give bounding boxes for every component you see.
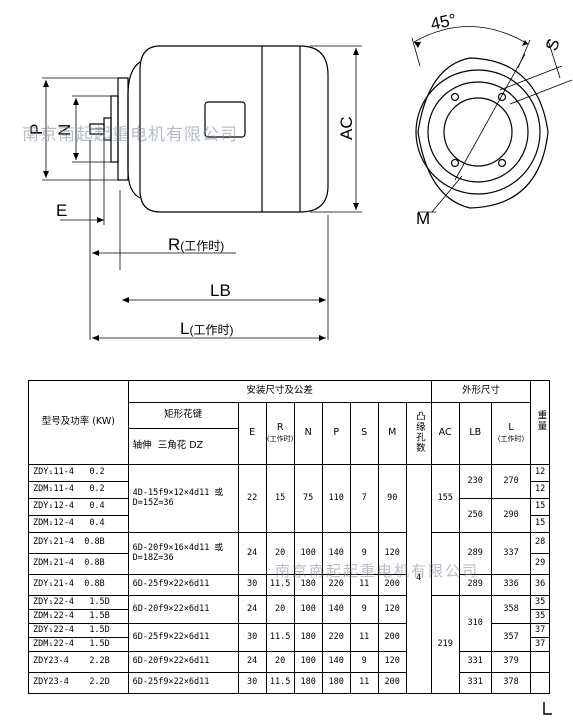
dim-label-p: P xyxy=(27,124,46,135)
header-ac: AC xyxy=(430,402,460,465)
header-tri-spline: 轴伸 三角花 DZ xyxy=(127,428,239,465)
header-install-dims: 安装尺寸及公差 xyxy=(127,380,432,403)
table-row: ZDY₁21-4 0.8B 6D-25f9×22×6d11 30 11.5 18… xyxy=(28,574,550,596)
dim-label-n: N xyxy=(55,124,74,136)
front-body-outline xyxy=(417,57,549,209)
flange-holes-value: 4 xyxy=(405,464,432,694)
dim-label-ac: AC xyxy=(337,116,356,140)
dim-label-angle: 45° xyxy=(429,10,458,34)
header-p: P xyxy=(321,402,351,465)
table-row: ZDM₁11-4 0.2 12 xyxy=(28,481,550,499)
table-row: ZDY23-4 2.2D 6D-25f9×22×6d11 30 11.5 180… xyxy=(28,672,550,694)
bolt-hole xyxy=(450,92,460,102)
watermark-top: 南京南起起重电机有限公司 xyxy=(22,125,238,145)
header-n: N xyxy=(293,402,323,465)
header-s: S xyxy=(349,402,379,465)
watermark-table: 南京南起起重电机有限公司 xyxy=(275,562,480,580)
header-weight: 重量 xyxy=(530,380,550,465)
table-row: ZDM₁22-4 1.5B 35 xyxy=(28,609,550,624)
motor-drawing: P N E AC M S 45° R(工作时) LB L(工作时) 南京南起起重… xyxy=(22,10,573,341)
header-e: E xyxy=(237,402,267,465)
bolt-hole xyxy=(497,92,507,102)
nameplate xyxy=(204,101,246,138)
dim-label-l: L(工作时) xyxy=(180,319,233,338)
front-flange-circle xyxy=(415,69,541,195)
header-m: M xyxy=(377,402,407,465)
dim-label-lb: LB xyxy=(210,281,231,300)
header-rect-spline: 矩形花键 xyxy=(127,402,239,429)
table-row: ZDM₁12-4 0.4 15 xyxy=(28,515,550,533)
dim-label-s: S xyxy=(542,36,564,53)
dim-label-e: E xyxy=(56,201,67,220)
header-outline-dims: 外形尺寸 xyxy=(430,380,532,403)
header-r: R(工作时) xyxy=(265,402,295,465)
table-row: ZDY₁21-4 0.8B 6D-20f9×16×4d11 或 D=18Z=36… xyxy=(28,532,550,596)
table-row: ZDY₁11-4 0.2 4D-15f9×12×4d11 或 D=15Z=36 … xyxy=(28,464,550,694)
dim-label-r: R(工作时) xyxy=(168,235,224,254)
header-lb: LB xyxy=(458,402,492,465)
bolt-hole xyxy=(450,158,460,168)
header-model-power: 型号及功率 (KW) xyxy=(28,380,129,465)
spec-table: 型号及功率 (KW) 安装尺寸及公差 外形尺寸 重量 矩形花键 E R(工作时)… xyxy=(28,380,550,694)
table-row: ZDY23-4 2.2B 6D-20f9×22×6d11 24 20 100 1… xyxy=(28,651,550,673)
header-l: L(工作时) xyxy=(490,402,532,465)
corner-mark xyxy=(543,702,552,715)
bolt-hole xyxy=(497,158,507,168)
table-row: ZDY₁22-4 1.5D 6D-20f9×22×6d11 24 20 100 … xyxy=(28,595,550,694)
dim-label-m: M xyxy=(416,209,430,228)
header-flange-holes: 凸缘孔数 xyxy=(405,402,432,465)
